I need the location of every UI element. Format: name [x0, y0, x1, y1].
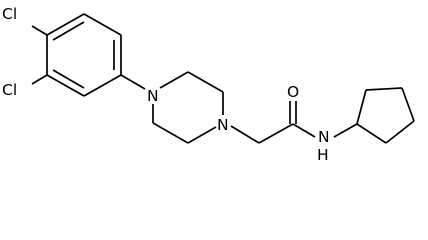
bond — [46, 74, 85, 97]
bond-to-cl-top — [31, 25, 48, 36]
bond — [159, 71, 189, 89]
double-bond-inner — [52, 69, 85, 89]
atom-label-cl-bottom: Cl — [2, 81, 17, 99]
bond-ch2-to-carbonyl — [258, 123, 294, 144]
bond-n-to-ch2 — [230, 125, 260, 144]
bond — [83, 13, 122, 36]
bond — [83, 74, 122, 97]
bond — [152, 122, 189, 144]
bond-to-cl-bottom — [31, 74, 48, 85]
bond-aryl-to-n — [120, 74, 146, 90]
piperazine-ring — [152, 71, 224, 144]
bond — [385, 120, 415, 144]
bond — [187, 126, 217, 144]
atom-label-o-carbonyl: O — [287, 83, 299, 101]
bond — [401, 87, 415, 122]
bond — [46, 13, 85, 36]
atom-label-cl-top: Cl — [2, 5, 17, 23]
bond — [356, 89, 367, 125]
bond — [365, 87, 403, 91]
bond — [187, 71, 224, 93]
atom-label-nh-amide: N — [318, 128, 330, 146]
atom-label-n-piperazine-alkyl: N — [217, 116, 229, 134]
bond — [356, 123, 387, 144]
dichlorophenyl-ring — [46, 13, 122, 97]
double-bond-inner — [52, 21, 85, 41]
cyclopentyl-ring — [356, 87, 415, 144]
atom-label-n-piperazine-aryl: N — [147, 87, 159, 105]
bond-nh-to-cyclopentyl — [333, 123, 358, 138]
molecule-structure-diagram: Cl Cl N N O N H — [2, 5, 415, 164]
atom-label-h-amide: H — [317, 146, 329, 164]
bond-carbonyl-to-nh — [292, 123, 316, 138]
